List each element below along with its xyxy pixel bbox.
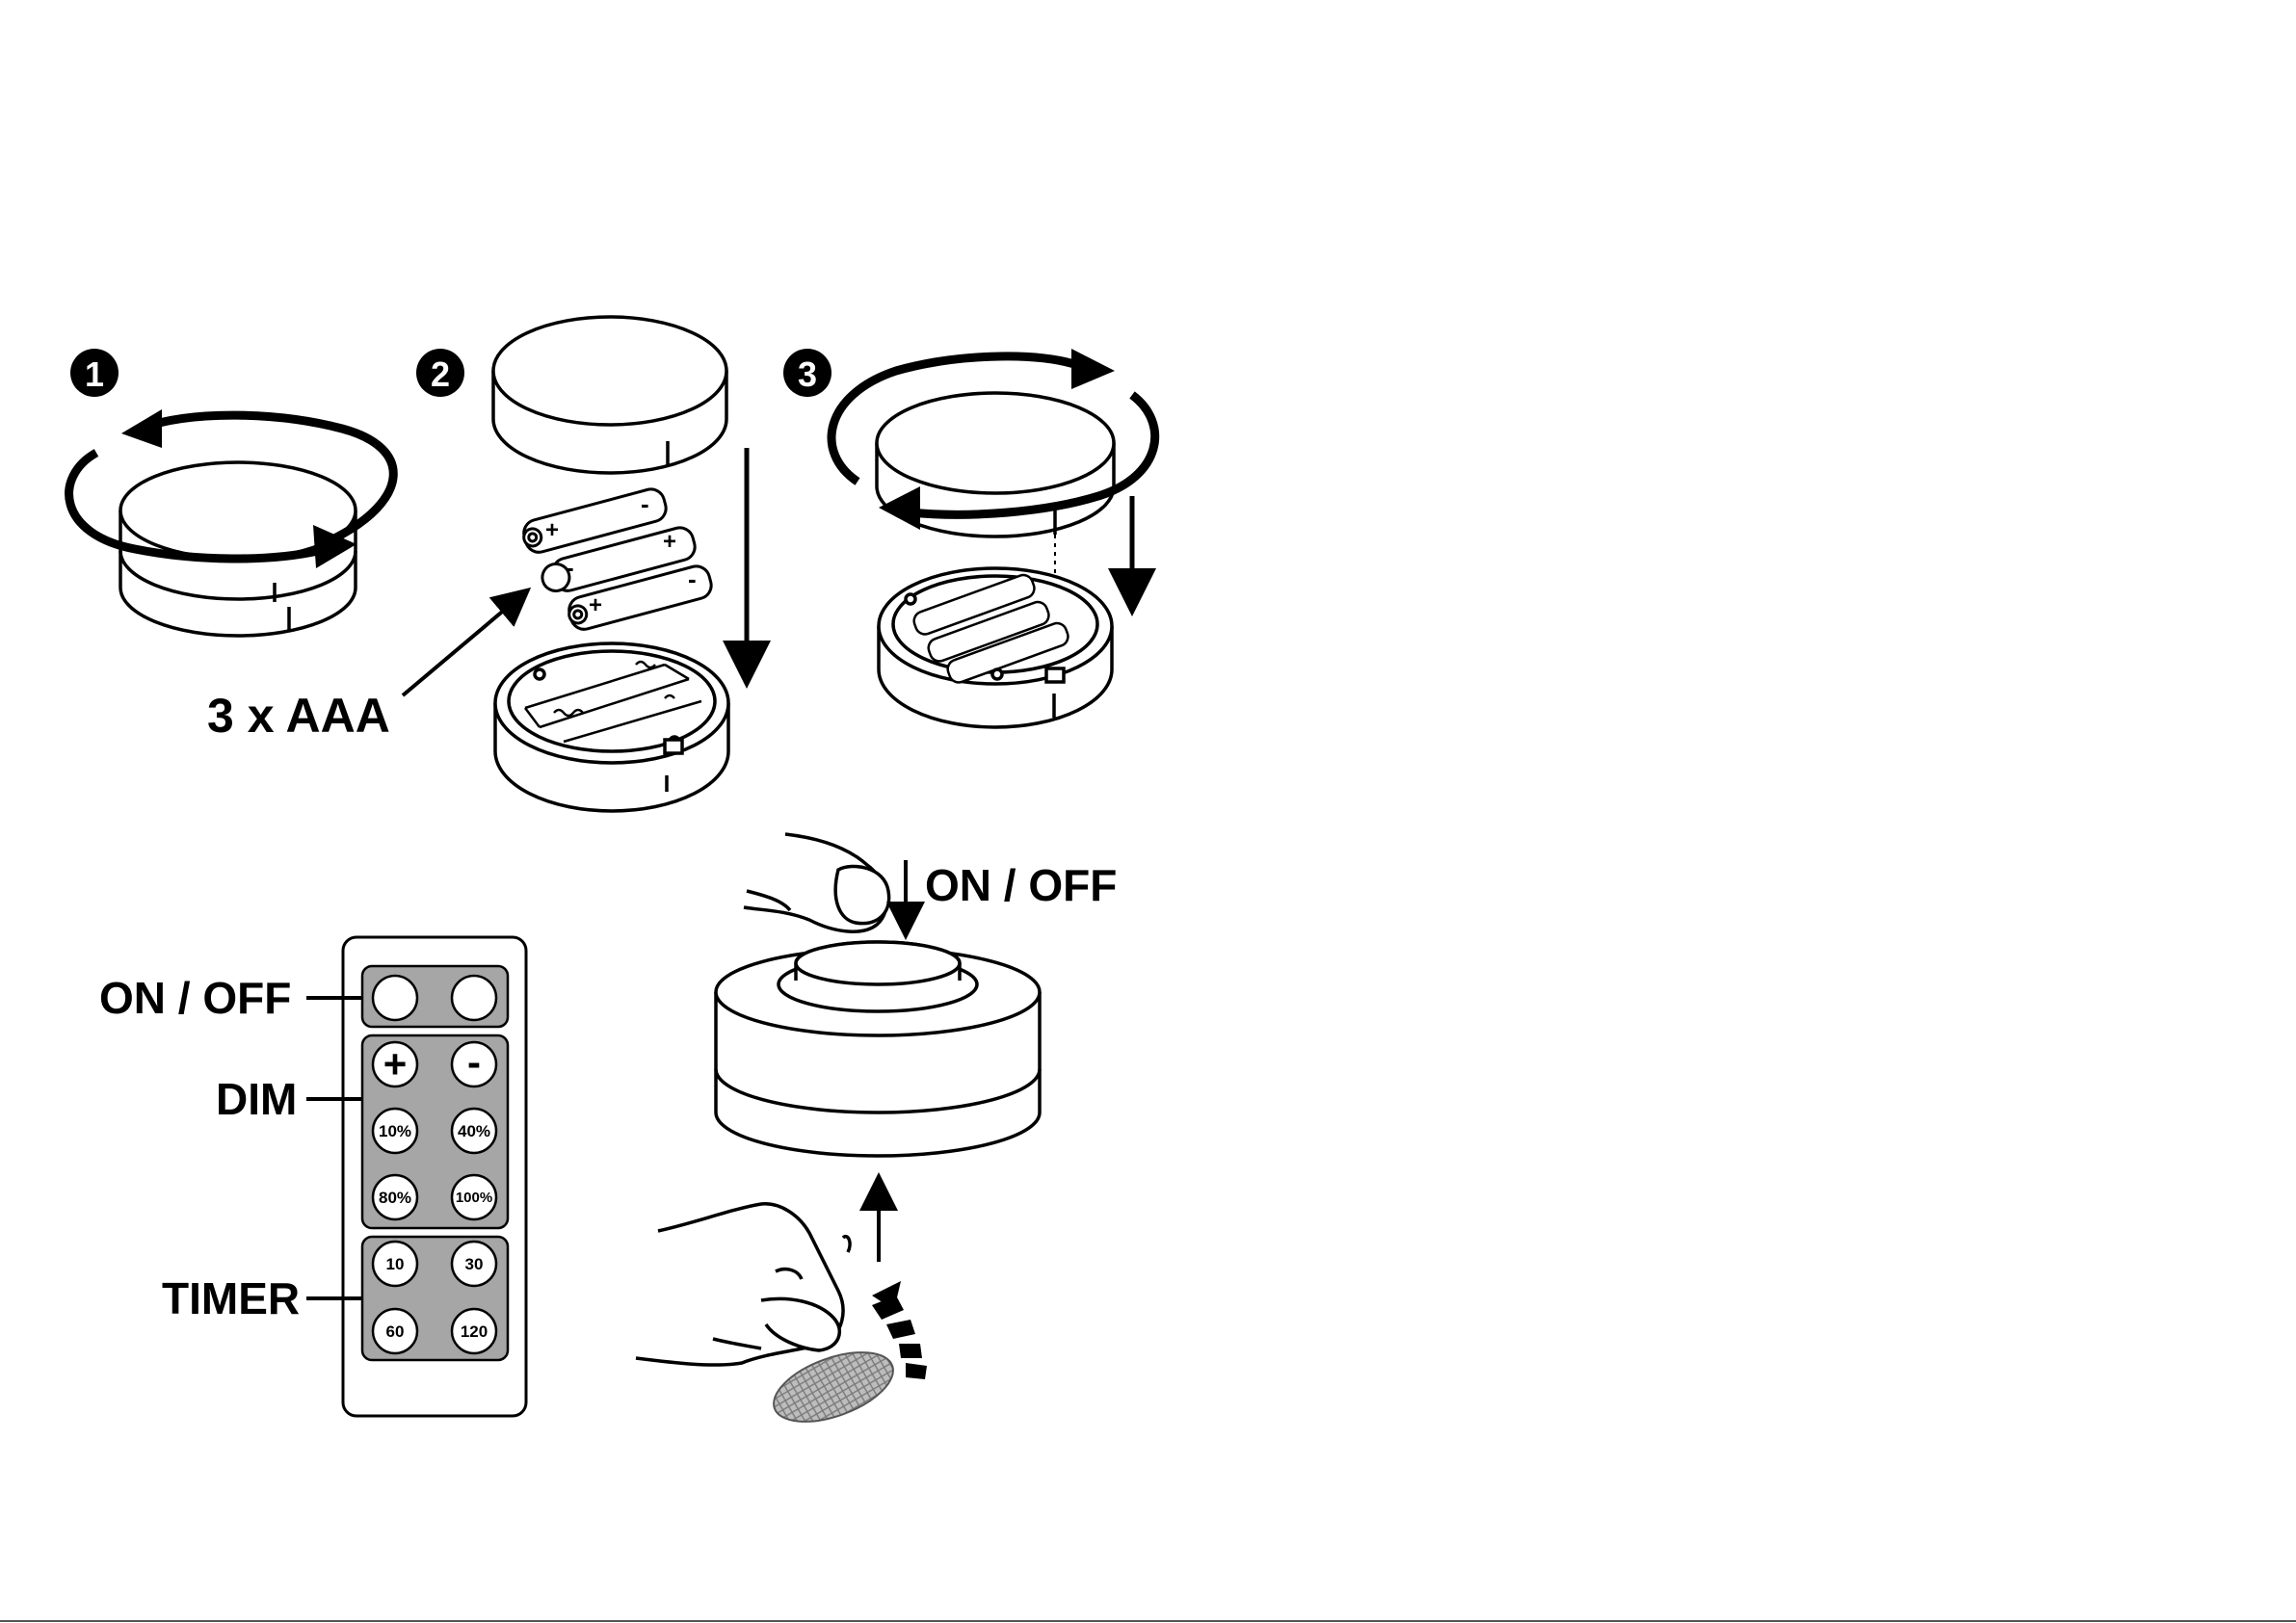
remote-dim-10-button[interactable]: 10% xyxy=(373,1109,417,1153)
remote-timer-60-button[interactable]: 60 xyxy=(373,1309,417,1353)
step-3-number: 3 xyxy=(798,354,817,394)
step-3: 3 xyxy=(783,349,1155,727)
finger-press-icon xyxy=(744,834,889,931)
battery-1-plus: + xyxy=(545,517,559,543)
battery-group: + - - + + - xyxy=(520,486,715,633)
remote-dim-plus-button[interactable]: + xyxy=(373,1041,417,1086)
puck-base-open-step-2 xyxy=(495,643,728,811)
step-1: 1 xyxy=(69,349,394,636)
battery-type-label: 3 x AAA xyxy=(207,689,390,743)
dim-plus-label: + xyxy=(383,1041,408,1086)
push-light: ON / OFF xyxy=(636,834,1117,1435)
remote-timer-label: TIMER xyxy=(162,1273,300,1323)
step-3-badge: 3 xyxy=(783,349,831,397)
remote-off-button[interactable] xyxy=(452,976,496,1020)
timer-60-label: 60 xyxy=(386,1322,405,1341)
step-1-number: 1 xyxy=(85,354,104,394)
remote-control: + - 10% 40% 80% 100% 10 30 xyxy=(99,937,526,1416)
dim-80-label: 80% xyxy=(379,1189,411,1207)
remote-on-button[interactable] xyxy=(373,976,417,1020)
remote-dim-100-button[interactable]: 100% xyxy=(452,1175,496,1219)
remote-dim-40-button[interactable]: 40% xyxy=(452,1109,496,1153)
dim-minus-label: - xyxy=(467,1039,481,1085)
dim-40-label: 40% xyxy=(458,1122,490,1140)
remote-timer-10-button[interactable]: 10 xyxy=(373,1242,417,1286)
battery-2-plus: + xyxy=(663,529,676,555)
remote-timer-30-button[interactable]: 30 xyxy=(452,1242,496,1286)
remote-on-off-label: ON / OFF xyxy=(99,973,291,1023)
hand-peel-icon xyxy=(636,1204,850,1365)
battery-3-plus: + xyxy=(589,592,602,618)
puck-cover-step-2 xyxy=(493,317,726,473)
remote-dim-label: DIM xyxy=(216,1074,297,1124)
battery-2-minus: - xyxy=(566,553,574,582)
timer-10-label: 10 xyxy=(386,1255,405,1273)
push-light-body[interactable] xyxy=(716,942,1040,1156)
step-2-number: 2 xyxy=(431,354,450,394)
dim-100-label: 100% xyxy=(456,1190,492,1206)
step-1-badge: 1 xyxy=(70,349,119,397)
step-2-badge: 2 xyxy=(416,349,464,397)
timer-120-label: 120 xyxy=(461,1322,488,1341)
dim-10-label: 10% xyxy=(379,1122,411,1140)
push-light-on-off-label: ON / OFF xyxy=(925,860,1117,910)
remote-dim-80-button[interactable]: 80% xyxy=(373,1175,417,1219)
remote-timer-120-button[interactable]: 120 xyxy=(452,1309,496,1353)
puck-base-loaded-step-3 xyxy=(879,568,1112,727)
battery-1-minus: - xyxy=(641,489,649,518)
timer-30-label: 30 xyxy=(465,1255,484,1273)
battery-3-minus: - xyxy=(688,564,697,593)
